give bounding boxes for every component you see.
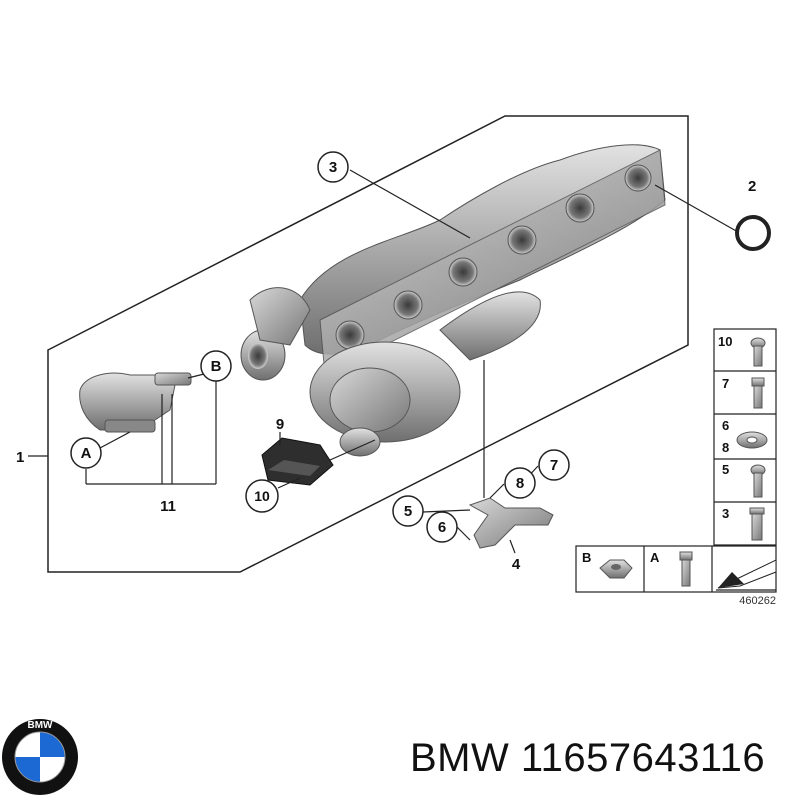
callout-5: 5: [392, 495, 424, 527]
legend-b: B: [582, 550, 591, 565]
logo-text: BMW: [28, 720, 54, 731]
washer-icon: [736, 431, 768, 449]
exhaust-manifold: [299, 144, 666, 376]
part-number: 11657643116: [520, 736, 766, 780]
callout-b: B: [200, 350, 232, 382]
legend-a: A: [650, 550, 660, 565]
assembly-outline: [47, 115, 689, 573]
svg-text:7: 7: [550, 457, 558, 474]
legend-6: 6: [722, 418, 729, 433]
legend-10: 10: [718, 334, 732, 349]
svg-text:B: B: [211, 358, 222, 375]
bolt-icon: [750, 464, 766, 498]
leader-line: [654, 184, 739, 233]
bracket: [468, 497, 554, 549]
legend-7: 7: [722, 376, 729, 391]
hardware-legend: [575, 328, 777, 593]
turbocharger: [240, 287, 541, 457]
callout-8: 8: [504, 467, 536, 499]
callout-9: 9: [276, 416, 284, 433]
svg-text:8: 8: [516, 475, 524, 492]
callout-6: 6: [426, 511, 458, 543]
legend-5: 5: [722, 462, 729, 477]
nut-icon: [599, 559, 633, 579]
callout-4: 4: [512, 556, 521, 573]
legend-3: 3: [722, 506, 729, 521]
manifold-port: [335, 164, 652, 350]
svg-text:6: 6: [438, 519, 446, 536]
bmw-logo: BMW: [2, 719, 78, 795]
arrow-icon: [716, 559, 777, 591]
brand-name: BMW: [410, 736, 510, 780]
legend-8: 8: [722, 440, 729, 455]
diagram-id: 460262: [739, 595, 776, 607]
callout-11: 11: [160, 498, 176, 515]
svg-text:3: 3: [329, 159, 337, 176]
callout-3: 3: [317, 151, 349, 183]
gasket-ring: [735, 215, 771, 251]
svg-text:5: 5: [404, 503, 412, 520]
bolt-icon: [750, 337, 766, 367]
part-number-title: BMW 11657643116: [410, 736, 765, 781]
svg-text:A: A: [81, 445, 92, 462]
svg-text:10: 10: [254, 488, 270, 504]
callout-2: 2: [748, 178, 756, 195]
bolt-icon: [679, 551, 693, 587]
wastegate-actuator: [79, 372, 192, 433]
callout-7: 7: [538, 449, 570, 481]
stud-icon: [749, 507, 765, 541]
callout-1: 1: [16, 449, 24, 466]
bolt-icon: [751, 377, 765, 409]
leader-lines: [85, 169, 539, 554]
callout-10: 10: [245, 479, 279, 513]
callout-a: A: [70, 437, 102, 469]
pressure-sensor: [261, 437, 334, 486]
